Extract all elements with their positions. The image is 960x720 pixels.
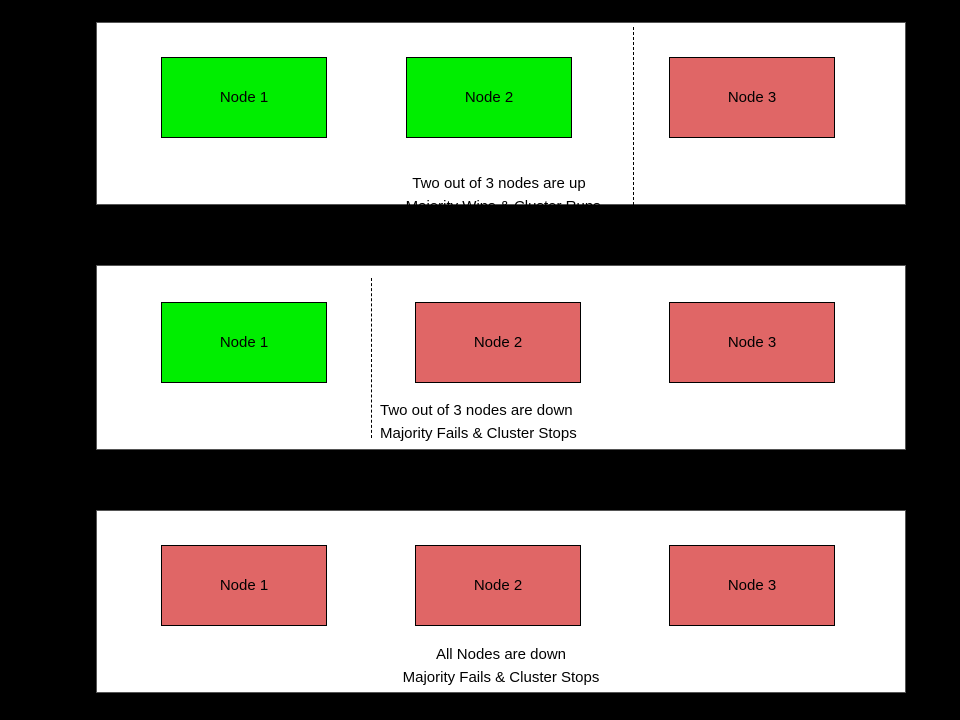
scenario-caption: All Nodes are down Majority Fails & Clus… [363,643,639,689]
node-box-label: Node 3 [727,577,777,594]
node-box-2[interactable]: Node 2 [415,302,581,383]
node-box-1[interactable]: Node 1 [161,57,327,138]
scenario-panel-one-up-two-down: Node 1 Node 2 Node 3 Two out of 3 nodes … [96,265,906,450]
node-box-1[interactable]: Node 1 [161,302,327,383]
scenario-caption: Two out of 3 nodes are down Majority Fai… [380,399,656,445]
caption-line-1: Two out of 3 nodes are up [412,175,586,192]
scenario-panel-two-up-one-down: Node 1 Node 2 Node 3 Two out of 3 nodes … [96,22,906,220]
node-box-label: Node 3 [727,89,777,106]
caption-line-1: All Nodes are down [435,646,567,663]
caption-line-1: Two out of 3 nodes are down [380,402,573,419]
quorum-divider-line [371,278,372,438]
node-box-label: Node 1 [219,334,269,351]
node-box-3[interactable]: Node 3 [669,545,835,626]
node-box-2[interactable]: Node 2 [406,57,572,138]
node-box-2[interactable]: Node 2 [415,545,581,626]
node-box-1[interactable]: Node 1 [161,545,327,626]
scenario-caption: Two out of 3 nodes are up , Majority Win… [361,172,637,218]
node-box-label: Node 1 [219,577,269,594]
node-box-label: Node 2 [473,577,523,594]
node-box-label: Node 1 [219,89,269,106]
caption-line-2: Majority Fails & Cluster Stops [380,425,577,442]
node-box-3[interactable]: Node 3 [669,57,835,138]
node-box-label: Node 2 [473,334,523,351]
quorum-divider-line [633,27,634,220]
node-box-label: Node 3 [727,334,777,351]
scenario-panel-all-down: Node 1 Node 2 Node 3 All Nodes are down … [96,510,906,693]
node-box-label: Node 2 [464,89,514,106]
caption-line-2: Majority Fails & Cluster Stops [402,669,600,686]
caption-line-2: , Majority Wins & Cluster Runs [397,198,601,215]
node-box-3[interactable]: Node 3 [669,302,835,383]
